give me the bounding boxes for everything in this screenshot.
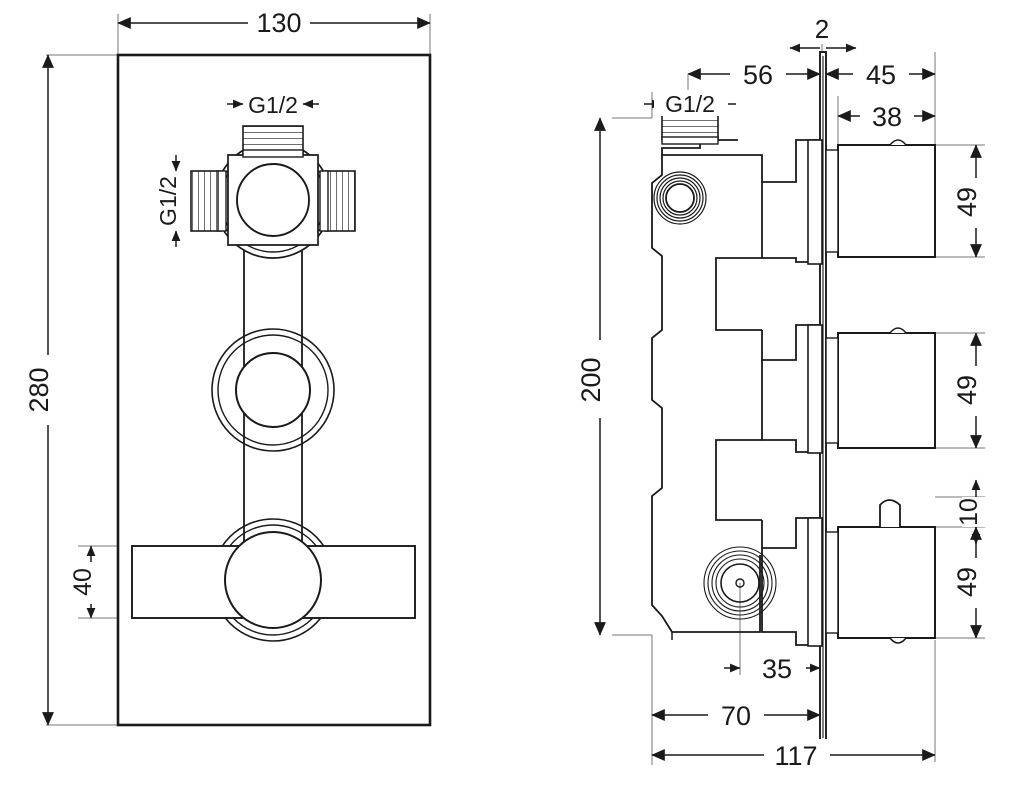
knob-top-side[interactable] <box>825 139 936 258</box>
dim-front-thread-top: G1/2 <box>227 92 319 118</box>
cross-handle-top[interactable] <box>190 125 356 259</box>
dim-label-g12-left-front: G1/2 <box>155 176 181 226</box>
dim-label-2: 2 <box>815 14 829 44</box>
dim-label-g12-top-front: G1/2 <box>248 92 298 118</box>
dim-label-117: 117 <box>774 741 817 771</box>
dim-label-38: 38 <box>872 102 902 132</box>
side-body <box>651 139 822 646</box>
outlet-port-lower <box>703 546 777 620</box>
dim-knob-top-height: 49 <box>952 144 994 258</box>
dim-label-70: 70 <box>721 701 751 731</box>
dim-side-thread-top: G1/2 <box>644 90 736 117</box>
dim-knob-bottom-height: 49 <box>952 526 994 639</box>
dim-label-35: 35 <box>762 654 792 684</box>
dim-body-to-plate: 56 <box>687 58 821 106</box>
inlet-right-thread <box>319 170 356 232</box>
dim-lever-height: 40 <box>69 545 108 619</box>
dim-label-40: 40 <box>69 568 97 596</box>
dim-lever-stub: 10 <box>955 479 992 545</box>
dim-outlet-offset: 35 <box>724 652 821 684</box>
dim-knob-middle-height: 49 <box>952 332 994 449</box>
knob-middle-side[interactable] <box>825 327 936 449</box>
dim-front-width: 130 <box>117 8 431 38</box>
dim-label-280: 280 <box>24 367 54 412</box>
knob-bottom-side[interactable] <box>825 499 936 644</box>
side-bosses <box>807 139 823 647</box>
dim-body-to-plate-total: 70 <box>651 699 821 731</box>
dim-plate-to-knobface: 45 <box>825 58 936 90</box>
dim-label-200: 200 <box>576 357 606 402</box>
dim-label-49-bot: 49 <box>952 567 982 597</box>
dim-label-g12-top-side: G1/2 <box>665 91 715 117</box>
dim-front-height: 280 <box>24 54 66 726</box>
dim-knob-depth: 38 <box>837 100 936 132</box>
dim-label-45: 45 <box>866 60 896 90</box>
inlet-port-upper <box>653 171 707 225</box>
dim-label-130: 130 <box>256 8 301 38</box>
round-handle-middle[interactable] <box>211 328 335 452</box>
dim-label-49-mid: 49 <box>952 375 982 405</box>
dim-front-thread-left: G1/2 <box>155 155 181 247</box>
lever-handle-bottom[interactable] <box>131 518 416 642</box>
inlet-left-thread <box>190 170 227 232</box>
inlet-top-thread-side <box>661 113 719 145</box>
dim-label-10: 10 <box>955 498 983 526</box>
front-view: 130 280 40 G1/2 G1/2 <box>24 8 432 727</box>
dim-label-49-top: 49 <box>952 187 982 217</box>
inlet-top-thread <box>242 125 304 158</box>
side-view: 2 56 45 38 200 <box>576 12 994 771</box>
dim-plate-thickness: 2 <box>789 12 857 53</box>
dim-label-56: 56 <box>743 60 773 90</box>
dim-body-height: 200 <box>576 117 618 636</box>
dim-overall-depth: 117 <box>651 739 936 771</box>
